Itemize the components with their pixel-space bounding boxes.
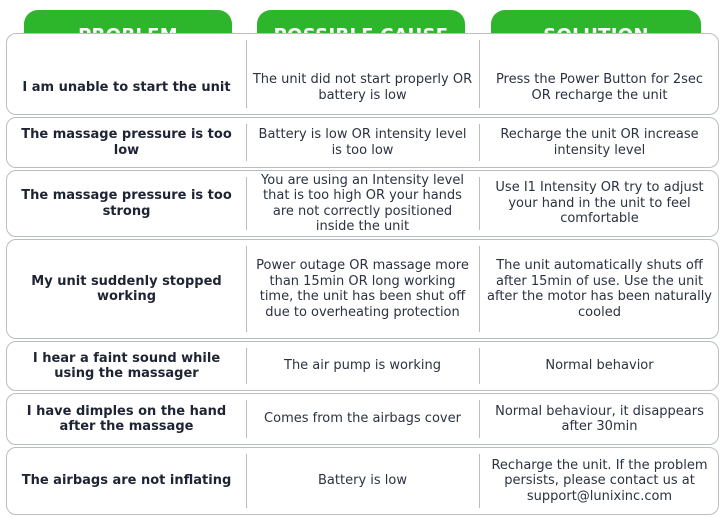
cause-cell: Comes from the airbags cover	[264, 411, 461, 427]
problem-cell: My unit suddenly stopped working	[31, 273, 222, 305]
table-row: My unit suddenly stopped working Power o…	[6, 239, 719, 339]
table-row: I hear a faint sound while using the mas…	[6, 341, 719, 391]
table-row: I have dimples on the hand after the mas…	[6, 393, 719, 445]
cause-cell: Battery is low OR intensity level is too…	[258, 127, 467, 158]
problem-cell: I am unable to start the unit	[22, 79, 231, 95]
cause-cell: Battery is low	[318, 473, 407, 489]
solution-cell: Press the Power Button for 2sec OR recha…	[495, 72, 704, 103]
problem-cell: I have dimples on the hand after the mas…	[26, 403, 227, 435]
problem-cell: The airbags are not inflating	[21, 473, 232, 489]
solution-cell: Normal behaviour, it disappears after 30…	[495, 403, 704, 435]
cause-cell: You are using an Intensity level that is…	[261, 172, 464, 235]
cause-cell: Power outage OR massage more than 15min …	[256, 258, 469, 320]
solution-cell: Recharge the unit. If the problem persis…	[491, 457, 708, 504]
problem-cell: I hear a faint sound while using the mas…	[32, 350, 221, 382]
table-row: The airbags are not inflating Battery is…	[6, 447, 719, 515]
cause-cell: The unit did not start properly OR batte…	[252, 72, 473, 103]
solution-cell: Normal behavior	[545, 358, 654, 374]
table-row: The massage pressure is too strong You a…	[6, 170, 719, 237]
solution-cell: Use I1 Intensity OR try to adjust your h…	[495, 180, 704, 227]
table-row: The massage pressure is too low Battery …	[6, 117, 719, 168]
solution-cell: Recharge the unit OR increase intensity …	[500, 127, 699, 158]
cause-cell: The air pump is working	[284, 358, 441, 374]
solution-cell: The unit automatically shuts off after 1…	[487, 258, 712, 320]
table-row: I am unable to start the unit The unit d…	[6, 33, 719, 115]
problem-cell: The massage pressure is too strong	[21, 188, 232, 219]
problem-cell: The massage pressure is too low	[21, 127, 232, 158]
